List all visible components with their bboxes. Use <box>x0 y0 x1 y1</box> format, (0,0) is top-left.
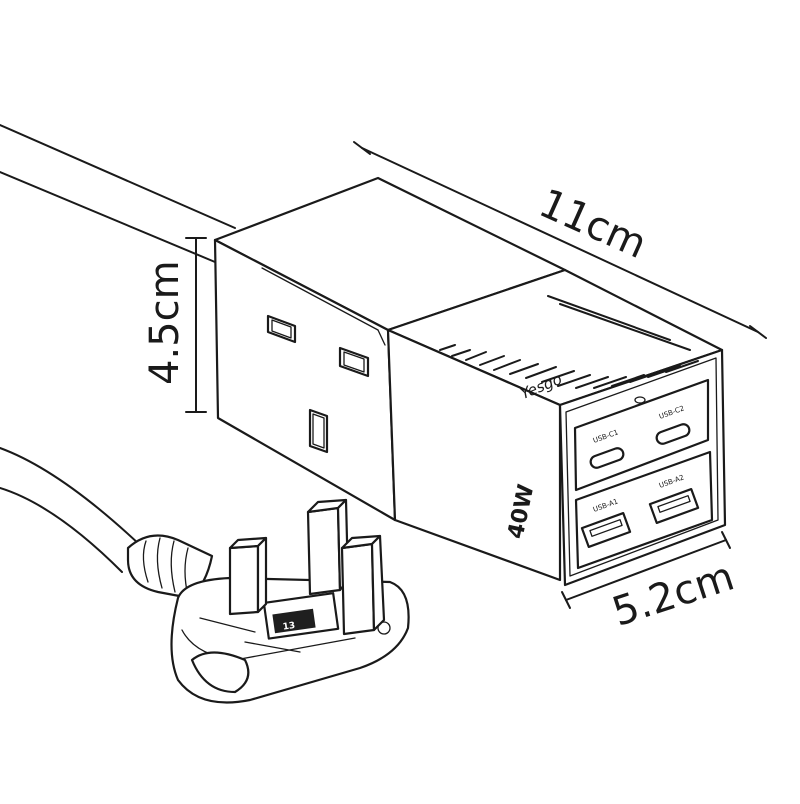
usb-a2-port <box>648 487 700 525</box>
height-label: 4.5cm <box>142 260 188 385</box>
neutral-prong <box>340 534 386 636</box>
fuse-rating-label: 13 <box>282 621 296 633</box>
socket-module <box>213 176 567 522</box>
usb-c1-port <box>589 447 625 469</box>
usb-c-port-panel: USB-C1 USB-C2 <box>573 378 710 492</box>
live-prong <box>228 536 268 616</box>
uk-plug: 13 <box>170 498 410 704</box>
usb-charger-module: Yesgo 40W USB-C1 USB-C2 USB-A1 USB-A2 <box>386 268 727 587</box>
indicator-led <box>634 396 646 404</box>
power-cable <box>0 124 236 573</box>
socket-outlet <box>266 314 370 454</box>
height-dimension: 4.5cm <box>142 237 207 413</box>
usb-c2-port <box>655 423 691 445</box>
plug-screw <box>377 621 391 635</box>
width-label: 5.2cm <box>607 554 740 636</box>
usb-a-port-panel: USB-A1 USB-A2 <box>574 450 714 570</box>
vent-grille <box>439 295 699 389</box>
fuse-holder: 13 <box>262 592 340 640</box>
usb-a1-port <box>580 511 632 549</box>
